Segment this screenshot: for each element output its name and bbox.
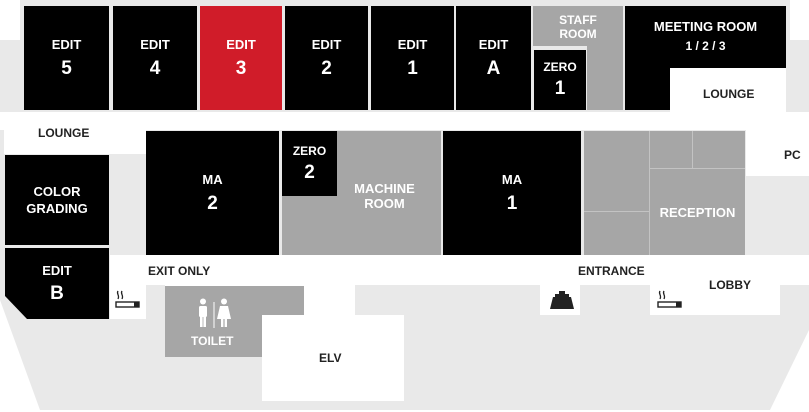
room-ma-1-number: 1 [506, 192, 518, 214]
room-zero-2-title: ZERO [292, 143, 327, 158]
room-ma-1-title: MA [501, 171, 523, 187]
room-edit-4[interactable]: EDIT 4 [113, 6, 197, 110]
reception-divider-1 [649, 131, 650, 255]
room-zero-1[interactable]: ZERO 1 [534, 50, 586, 110]
room-zero-1-number: 1 [554, 78, 566, 99]
room-staff-line1: STAFF [559, 13, 597, 27]
room-machine-line1: MACHINE [354, 181, 415, 196]
room-staff-line2: ROOM [559, 27, 597, 41]
toilet-cutout [262, 315, 307, 359]
room-edit-2-title: EDIT [311, 36, 342, 52]
room-edit-2[interactable]: EDIT 2 [285, 6, 368, 110]
room-reception[interactable]: RECEPTION [650, 169, 745, 255]
room-meeting-title: MEETING ROOM [653, 19, 758, 34]
reception-divider-3 [650, 168, 745, 169]
smoking-icon [657, 290, 683, 310]
lobby-area [650, 255, 780, 315]
room-ma-1[interactable]: MA 1 [443, 131, 581, 255]
room-edit-1-title: EDIT [397, 36, 428, 52]
coffee-pot-icon [549, 290, 575, 312]
room-edit-3-title: EDIT [226, 36, 256, 52]
room-edit-a-title: EDIT [478, 36, 509, 52]
room-reception-block [584, 131, 745, 255]
room-edit-b-shape [5, 248, 110, 320]
label-lobby: LOBBY [709, 278, 751, 292]
room-edit-5[interactable]: EDIT 5 [24, 6, 109, 110]
label-lounge-left: LOUNGE [38, 126, 90, 140]
toilet-people-icon [194, 298, 234, 328]
room-edit-a[interactable]: EDIT A [456, 6, 531, 110]
room-edit-1-number: 1 [407, 57, 418, 79]
room-ma-2-number: 2 [207, 192, 218, 214]
room-ma-2-title: MA [202, 171, 223, 187]
room-edit-3-number: 3 [235, 57, 247, 79]
room-color-grading-line2: GRADING [26, 201, 88, 216]
room-edit-b-title: EDIT [42, 263, 72, 278]
meeting-room-cutout [670, 68, 786, 112]
lounge-left-area [4, 112, 146, 154]
room-color-grading-line1: COLOR [33, 184, 81, 199]
room-edit-4-number: 4 [149, 57, 161, 79]
room-toilet-label: TOILET [191, 334, 234, 348]
room-edit-b-number: B [50, 283, 64, 304]
room-machine-label: MACHINE ROOM [337, 178, 432, 214]
smoking-icon [115, 290, 141, 310]
room-zero-2-number: 2 [304, 161, 315, 183]
room-edit-1[interactable]: EDIT 1 [371, 6, 454, 110]
room-edit-3[interactable]: EDIT 3 [200, 6, 282, 110]
reception-divider-2 [584, 211, 649, 212]
room-zero-2[interactable]: ZERO 2 [282, 131, 337, 196]
room-staff-label: STAFF ROOM [533, 10, 623, 44]
corridor-main [0, 112, 809, 130]
room-edit-4-title: EDIT [140, 36, 170, 52]
room-meeting-numbers: 1 / 2 / 3 [685, 39, 726, 53]
room-edit-b[interactable]: EDIT B [5, 248, 109, 320]
label-elv: ELV [319, 351, 342, 365]
pc-area [746, 128, 809, 176]
room-edit-a-number: A [486, 57, 501, 79]
label-entrance: ENTRANCE [578, 264, 645, 278]
reception-divider-4 [692, 131, 693, 168]
room-color-grading[interactable]: COLOR GRADING [5, 155, 109, 245]
label-lounge-top: LOUNGE [703, 87, 755, 101]
room-edit-5-number: 5 [61, 57, 72, 79]
room-edit-2-number: 2 [321, 57, 332, 79]
room-staff-extension [587, 44, 623, 110]
label-pc: PC [784, 148, 801, 162]
room-ma-2[interactable]: MA 2 [146, 131, 279, 255]
room-meeting-label: MEETING ROOM 1 / 2 / 3 [625, 18, 786, 54]
room-zero-1-title: ZERO [543, 60, 577, 74]
exit-area [110, 255, 146, 319]
label-exit-only: EXIT ONLY [148, 264, 211, 278]
room-staff[interactable] [533, 6, 623, 46]
room-machine-line2: ROOM [364, 196, 405, 211]
room-reception-title: RECEPTION [659, 204, 736, 220]
room-edit-5-title: EDIT [51, 36, 82, 52]
